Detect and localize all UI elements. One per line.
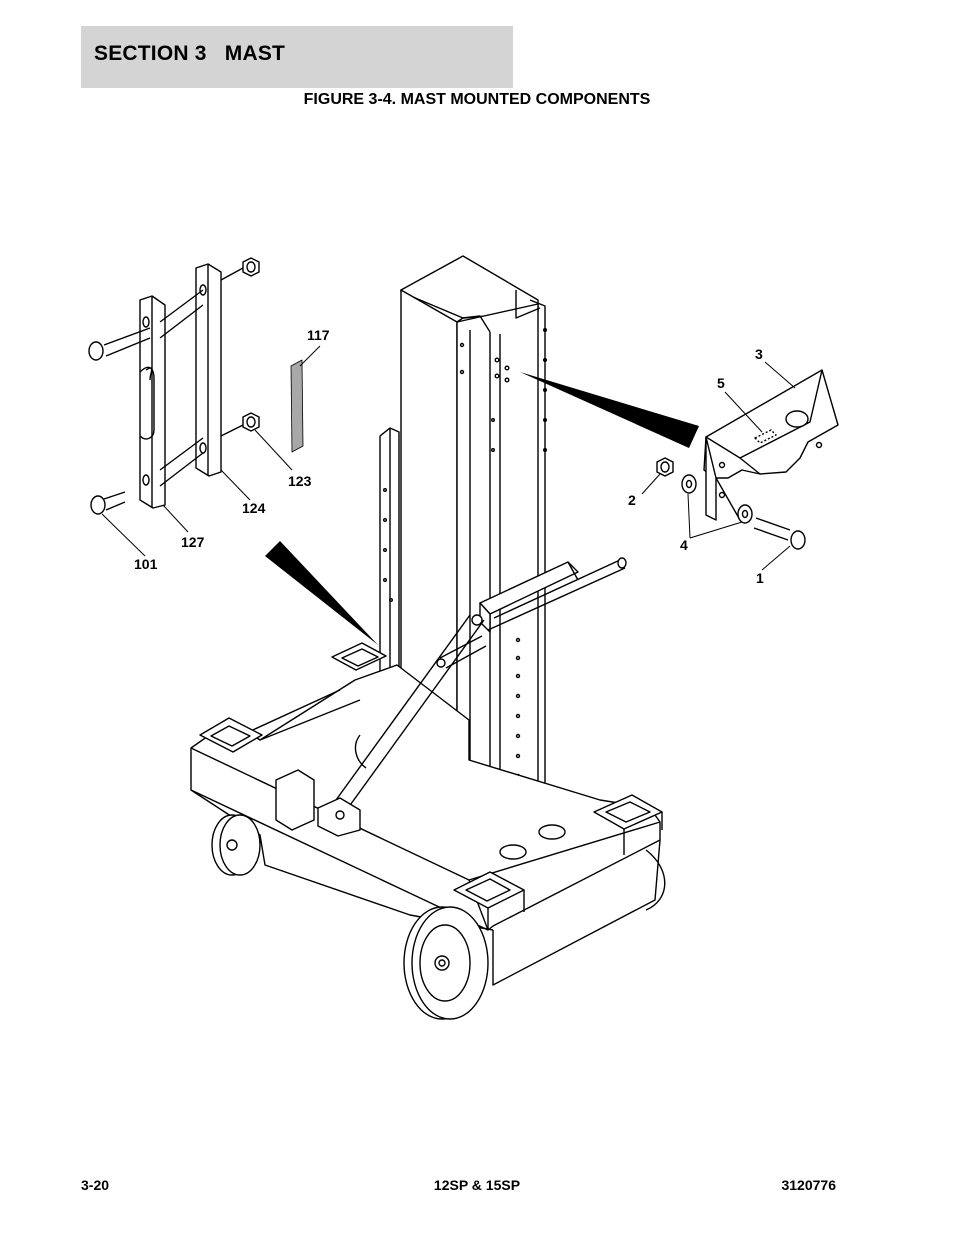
tow-handle — [317, 557, 627, 837]
base-cart — [190, 642, 663, 986]
callout-5: 5 — [717, 375, 725, 391]
callout-117: 117 — [307, 327, 330, 343]
callout-101: 101 — [134, 556, 158, 572]
section-title: SECTION 3 MAST — [94, 42, 286, 65]
figure-title: FIGURE 3-4. MAST MOUNTED COMPONENTS — [303, 91, 651, 108]
page-number: 3-20 — [81, 1177, 110, 1193]
model-name: 12SP & 15SP — [433, 1177, 521, 1193]
bolt-1 — [753, 517, 806, 550]
bolt-lower-left — [90, 491, 126, 515]
nut-lower — [242, 412, 260, 432]
callout-123: 123 — [288, 473, 312, 489]
callout-127: 127 — [181, 534, 205, 550]
decal-117 — [290, 359, 304, 453]
callout-4: 4 — [680, 537, 688, 553]
bracket-124 — [195, 263, 222, 477]
washer-upper — [681, 474, 697, 494]
document-number: 3120776 — [781, 1177, 836, 1193]
section-banner: SECTION 3 MAST — [81, 26, 513, 88]
pointer-arrow-left — [265, 541, 378, 645]
mounting-plate — [703, 369, 839, 521]
nut-upper — [242, 257, 260, 277]
right-wheel — [354, 734, 666, 911]
front-wheel — [403, 906, 489, 1020]
pointer-arrow-right — [520, 372, 699, 448]
bolt-upper-left — [88, 327, 151, 361]
washer-lower — [737, 504, 753, 524]
callout-2: 2 — [628, 492, 636, 508]
rear-wheel — [211, 814, 261, 876]
callout-1: 1 — [756, 570, 764, 586]
callout-124: 124 — [242, 500, 266, 516]
nut-2 — [656, 457, 674, 477]
bracket-127 — [139, 295, 166, 509]
callout-3: 3 — [755, 346, 763, 362]
